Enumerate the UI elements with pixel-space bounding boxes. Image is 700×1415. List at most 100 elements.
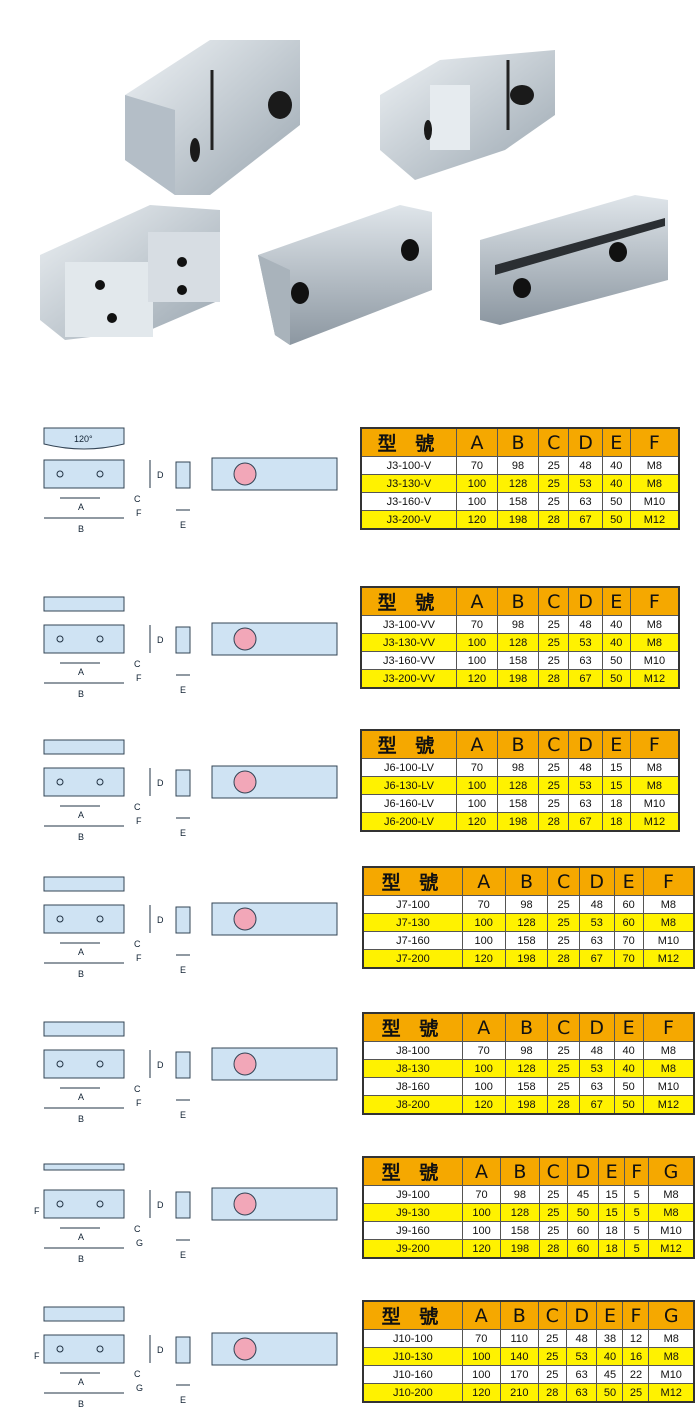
cell: 63	[565, 1365, 598, 1384]
dim-label: E	[180, 1110, 186, 1120]
header-d: D	[578, 1012, 615, 1042]
assembly-view	[211, 902, 338, 936]
model-cell: J9-100	[362, 1185, 463, 1204]
bolt-hole	[56, 1345, 64, 1353]
dim-label: C	[134, 1369, 141, 1379]
cell: 67	[568, 812, 603, 832]
cell: 70	[455, 615, 499, 634]
cell: 60	[613, 895, 644, 914]
cell: 50	[596, 1383, 624, 1403]
dim-label: F	[136, 673, 142, 683]
header-d: D	[578, 866, 615, 896]
header-b: B	[496, 729, 540, 759]
header-model: 型 號	[360, 729, 457, 759]
cell: M8	[648, 1203, 695, 1222]
cell: 25	[538, 1185, 568, 1204]
header-model: 型 號	[362, 1012, 463, 1042]
cell: 5	[624, 1239, 649, 1259]
photo-lv-jaw	[258, 205, 432, 345]
cell: 100	[461, 1347, 501, 1366]
top-view	[43, 1306, 125, 1322]
dim-label: F	[136, 953, 142, 963]
photo-serrated-jaw	[480, 195, 668, 325]
dim-label: D	[157, 778, 164, 788]
photo-vv-jaw	[380, 50, 555, 180]
header-c: C	[538, 427, 570, 457]
cell: 25	[538, 1221, 568, 1240]
dim-label: B	[78, 1399, 84, 1409]
model-cell: J9-200	[362, 1239, 463, 1259]
cell: M8	[648, 1329, 695, 1348]
cell: 70	[461, 1329, 501, 1348]
dim-label: B	[78, 1254, 84, 1264]
cell: M8	[629, 615, 680, 634]
cell: 98	[500, 1185, 540, 1204]
bolt-hole	[56, 915, 64, 923]
photo-v-jaw	[125, 40, 300, 195]
cell: 198	[504, 1095, 549, 1115]
dim-label: D	[157, 915, 164, 925]
cell: 100	[455, 474, 499, 493]
header-d: D	[566, 1156, 600, 1186]
cell: M12	[642, 949, 695, 969]
cell: 210	[499, 1383, 539, 1403]
cell: 25	[547, 1059, 580, 1078]
dim-label: D	[157, 1345, 164, 1355]
cell: 198	[496, 669, 540, 689]
workpiece	[233, 907, 257, 931]
cell: 18	[598, 1239, 626, 1259]
header-b: B	[496, 427, 540, 457]
cell: 198	[496, 510, 540, 530]
header-model: 型 號	[360, 586, 457, 616]
dim-label: B	[78, 969, 84, 979]
cell: 100	[461, 1077, 506, 1096]
header-d: D	[568, 729, 603, 759]
model-cell: J7-100	[362, 895, 463, 914]
cell: 100	[461, 1221, 502, 1240]
dim-label: A	[78, 1092, 84, 1102]
assembly-view	[211, 1047, 338, 1081]
front-view	[43, 904, 125, 934]
dim-label: C	[134, 939, 141, 949]
cell: 63	[565, 1383, 598, 1403]
cell: 67	[568, 510, 603, 530]
cell: 25	[538, 456, 570, 475]
cell: M12	[648, 1383, 695, 1403]
workpiece	[233, 462, 257, 486]
cell: 100	[461, 913, 506, 932]
bolt-hole	[56, 1060, 64, 1068]
cell: 40	[601, 456, 631, 475]
dim-label: F	[136, 1098, 142, 1108]
cell: 53	[568, 776, 603, 795]
model-cell: J7-160	[362, 931, 463, 950]
workpiece	[233, 770, 257, 794]
cell: 70	[455, 758, 499, 777]
cell: 67	[568, 669, 603, 689]
cell: 15	[598, 1185, 626, 1204]
dim-label: G	[136, 1383, 143, 1393]
header-e: E	[613, 866, 644, 896]
header-e: E	[601, 427, 631, 457]
front-view	[43, 624, 125, 654]
dim-label: A	[78, 667, 84, 677]
cell: 50	[601, 510, 631, 530]
workpiece	[233, 1337, 257, 1361]
cell: 48	[578, 1041, 615, 1060]
cell: 50	[601, 669, 631, 689]
header-e: E	[601, 729, 631, 759]
dim-label: F	[34, 1351, 40, 1361]
header-d: D	[565, 1300, 598, 1330]
cell: 50	[601, 651, 631, 670]
